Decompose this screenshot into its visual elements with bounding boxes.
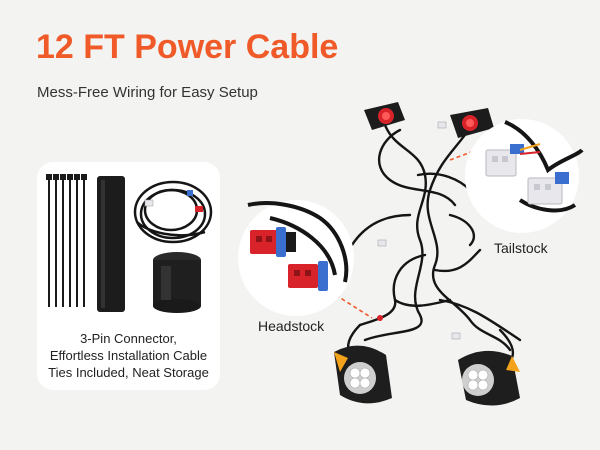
kit-contents-illustration: [46, 174, 213, 313]
kit-caption-line: Effortless Installation Cable: [49, 348, 208, 363]
tailstock-connector-upper: [485, 143, 541, 177]
kit-caption-line: Ties Included, Neat Storage: [48, 365, 209, 380]
headlight-left: [334, 345, 392, 404]
kit-caption: 3-Pin Connector, Effortless Installation…: [37, 330, 220, 381]
tailstock-label: Tailstock: [494, 240, 548, 256]
headstock-connector-lower: [288, 261, 328, 291]
headlight-right: [458, 350, 520, 406]
headstock-connector-upper: [250, 227, 296, 257]
storage-pouch-icon: [153, 252, 201, 313]
harness-inline-connectors: [377, 121, 461, 340]
headstock-zoom-circle: [238, 200, 354, 316]
tailstock-connector-lower: [527, 172, 569, 205]
kit-caption-line: 3-Pin Connector,: [80, 331, 177, 346]
headstock-label: Headstock: [258, 318, 325, 334]
page-title: 12 FT Power Cable: [36, 28, 339, 66]
page-subtitle: Mess-Free Wiring for Easy Setup: [37, 84, 258, 101]
tail-light-left: [364, 102, 405, 130]
kit-contents-card: 3-Pin Connector, Effortless Installation…: [37, 162, 220, 390]
cable-ties-icon: [48, 178, 85, 307]
tail-light-right: [450, 108, 494, 138]
tailstock-zoom-circle: [465, 119, 584, 233]
